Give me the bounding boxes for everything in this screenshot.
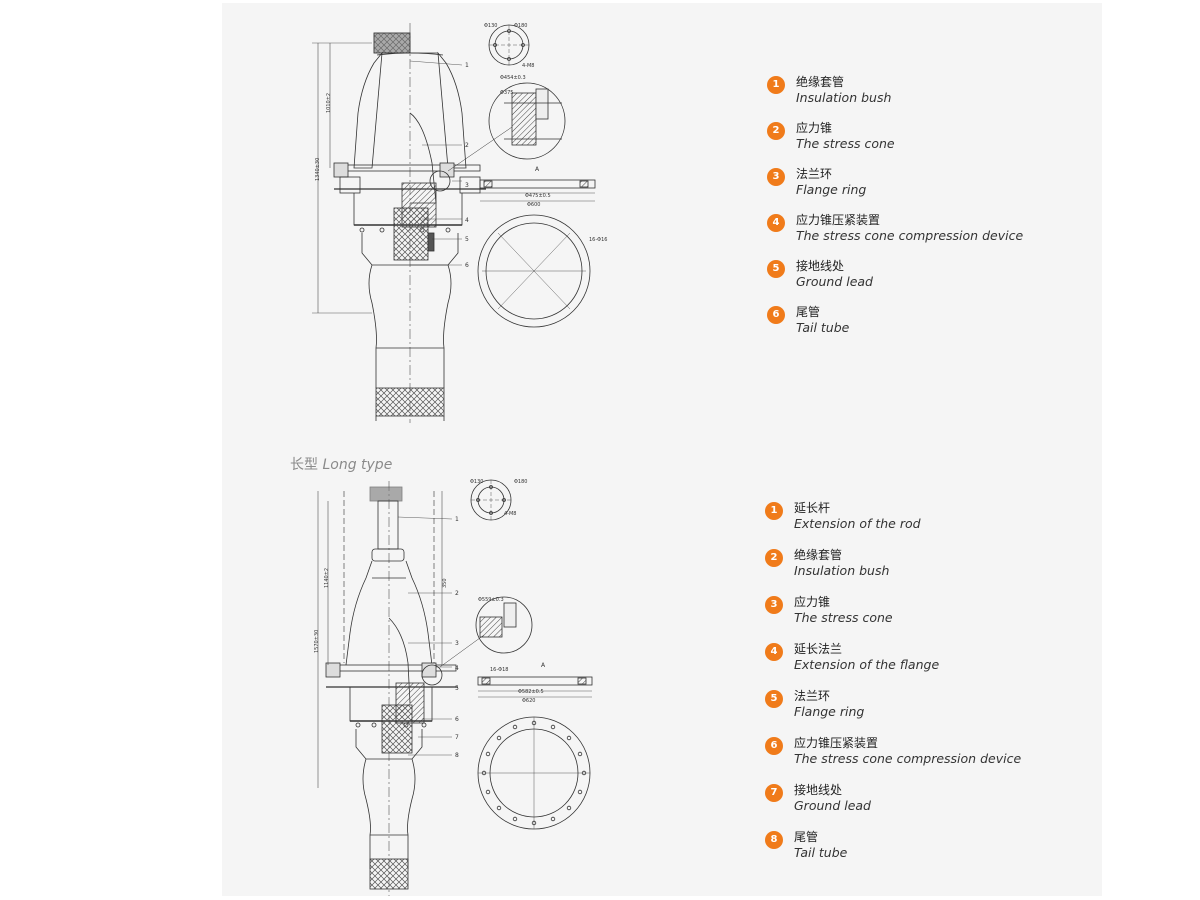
item-number-badge: 6: [767, 306, 785, 324]
svg-text:6: 6: [455, 716, 459, 723]
long-type-title-en: Long type: [322, 457, 393, 473]
svg-text:7: 7: [455, 734, 459, 741]
long-type-title: 长型 Long type: [290, 454, 392, 474]
long-type-title-zh: 长型: [290, 457, 318, 473]
item-number-badge: 3: [765, 596, 783, 614]
svg-text:4-M8: 4-M8: [504, 511, 516, 517]
svg-text:1340±30: 1340±30: [315, 158, 321, 181]
item-number-badge: 3: [767, 168, 785, 186]
item-label-en: Insulation bush: [794, 563, 890, 578]
item-label-zh: 尾管: [796, 305, 821, 319]
item-number-badge: 5: [767, 260, 785, 278]
item-label-zh: 延长杆: [794, 501, 831, 515]
item-label-en: The stress cone: [796, 136, 895, 151]
item-label-zh: 接地线处: [796, 259, 845, 273]
svg-text:A: A: [541, 662, 546, 669]
item-label-zh: 接地线处: [794, 783, 843, 797]
svg-text:350: 350: [442, 578, 448, 588]
item-number-badge: 2: [767, 122, 785, 140]
long-callout-labels: 1 2 3 4 5 6 7 8 A: [455, 516, 546, 759]
svg-text:A: A: [535, 166, 540, 173]
svg-text:1: 1: [465, 62, 469, 69]
item-label-zh: 应力锥: [794, 595, 831, 609]
svg-text:Φ475±0.5: Φ475±0.5: [525, 193, 551, 199]
item-label-en: Flange ring: [796, 182, 867, 197]
item-number-badge: 4: [765, 643, 783, 661]
svg-text:3: 3: [465, 182, 469, 189]
technical-drawing: 1 2 3 4 5 6 A Φ454±0.3 Φ375 Φ600 Φ475±0.…: [312, 23, 607, 896]
item-label-zh: 尾管: [794, 830, 819, 844]
svg-text:5: 5: [455, 685, 459, 692]
svg-text:16-Φ16: 16-Φ16: [589, 237, 607, 243]
svg-text:6: 6: [465, 262, 469, 269]
svg-text:1140±2: 1140±2: [324, 568, 330, 588]
svg-text:4-M8: 4-M8: [522, 63, 534, 69]
short-termination-drawing: [312, 23, 596, 423]
long-termination-drawing: [317, 479, 593, 896]
item-label-zh: 应力锥: [796, 121, 833, 135]
svg-text:1: 1: [455, 516, 459, 523]
drawing-panel: 1 2 3 4 5 6 A Φ454±0.3 Φ375 Φ600 Φ475±0.…: [222, 3, 1102, 896]
item-number-badge: 7: [765, 784, 783, 802]
svg-text:1010±2: 1010±2: [326, 93, 332, 113]
short-callout-labels: 1 2 3 4 5 6 A: [465, 62, 540, 269]
item-number-badge: 5: [765, 690, 783, 708]
item-label-en: Extension of the flange: [794, 657, 940, 672]
item-label-zh: 应力锥压紧装置: [794, 736, 879, 750]
item-number-badge: 8: [765, 831, 783, 849]
svg-text:Φ600: Φ600: [527, 202, 540, 208]
item-number-badge: 1: [767, 76, 785, 94]
item-label-en: The stress cone compression device: [796, 228, 1024, 243]
item-label-en: The stress cone: [794, 610, 893, 625]
svg-text:8: 8: [455, 752, 459, 759]
item-label-en: The stress cone compression device: [794, 751, 1022, 766]
svg-text:4: 4: [465, 217, 469, 224]
svg-text:Φ559±0.3: Φ559±0.3: [478, 597, 504, 603]
item-label-en: Ground lead: [796, 274, 873, 289]
svg-text:16-Φ18: 16-Φ18: [490, 667, 508, 673]
item-label-en: Ground lead: [794, 798, 871, 813]
svg-text:Φ180: Φ180: [514, 479, 527, 485]
svg-text:2: 2: [465, 142, 469, 149]
svg-text:3: 3: [455, 640, 459, 647]
item-label-zh: 绝缘套管: [796, 75, 845, 89]
item-label-en: Tail tube: [796, 320, 850, 335]
svg-text:5: 5: [465, 236, 469, 243]
svg-text:1570±30: 1570±30: [314, 630, 320, 653]
item-number-badge: 1: [765, 502, 783, 520]
svg-text:Φ180: Φ180: [514, 23, 527, 29]
svg-text:4: 4: [455, 665, 459, 672]
item-label-zh: 法兰环: [796, 167, 833, 181]
item-label-zh: 延长法兰: [794, 642, 843, 656]
short-dimension-labels: Φ454±0.3 Φ375 Φ600 Φ475±0.5 16-Φ16 4-M8 …: [315, 23, 607, 243]
item-label-zh: 应力锥压紧装置: [796, 213, 881, 227]
item-label-en: Insulation bush: [796, 90, 892, 105]
long-dimension-labels: Φ559±0.3 16-Φ18 Φ620 Φ582±0.5 Φ130 Φ180 …: [314, 479, 544, 704]
item-label-en: Flange ring: [794, 704, 865, 719]
item-label-en: Extension of the rod: [794, 516, 921, 531]
svg-text:2: 2: [455, 590, 459, 597]
item-label-en: Tail tube: [794, 845, 848, 860]
item-label-zh: 绝缘套管: [794, 548, 843, 562]
item-label-zh: 法兰环: [794, 689, 831, 703]
item-number-badge: 6: [765, 737, 783, 755]
svg-text:Φ582±0.5: Φ582±0.5: [518, 689, 544, 695]
svg-text:Φ454±0.3: Φ454±0.3: [500, 75, 526, 81]
item-number-badge: 4: [767, 214, 785, 232]
svg-text:Φ130: Φ130: [484, 23, 497, 29]
svg-text:Φ620: Φ620: [522, 698, 535, 704]
svg-text:Φ130: Φ130: [470, 479, 483, 485]
svg-text:Φ375: Φ375: [500, 90, 513, 96]
item-number-badge: 2: [765, 549, 783, 567]
